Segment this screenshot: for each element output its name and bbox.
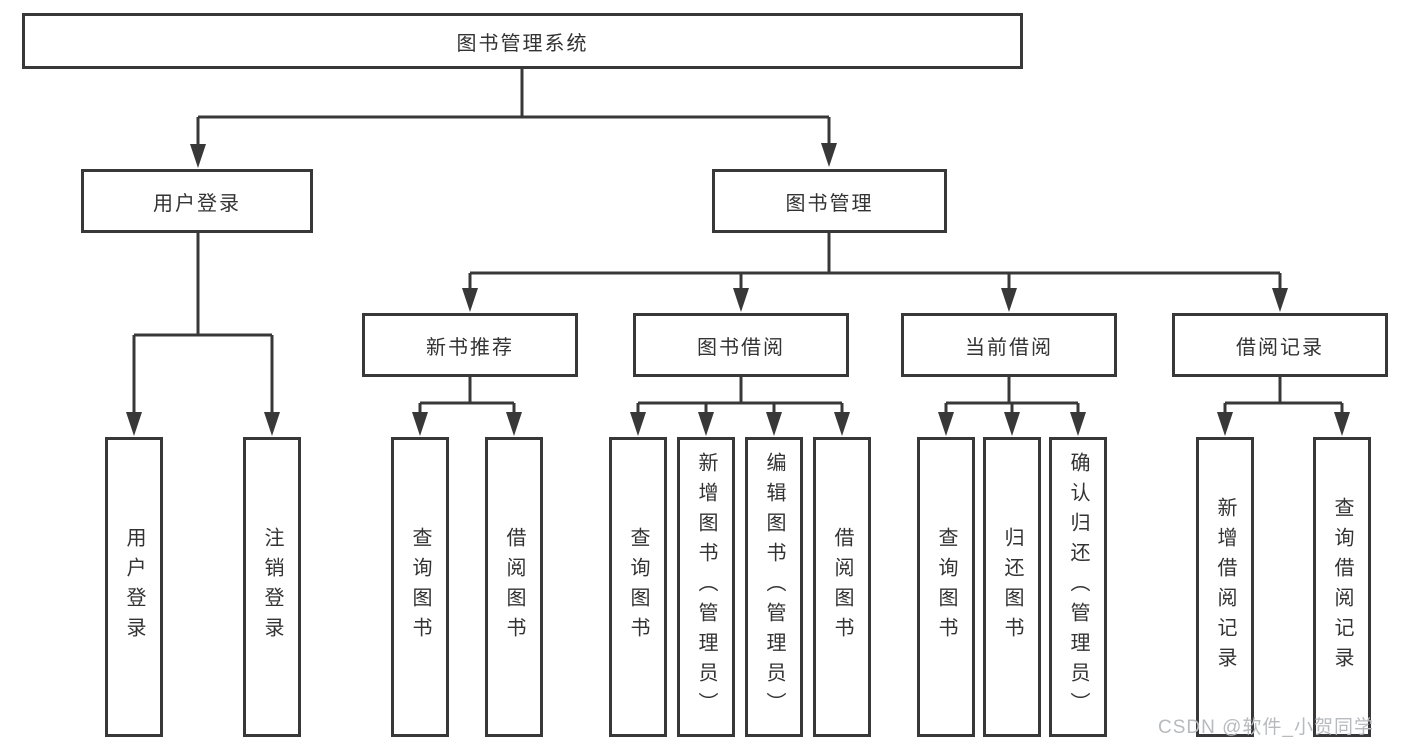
connector-current-borrowing-to-children (938, 377, 1086, 436)
node-label: 查询图书 (935, 527, 957, 647)
arrowhead (834, 412, 850, 436)
node-label: 查询借阅记录 (1331, 497, 1353, 677)
node-label: 确认归还（管理员） (1067, 452, 1089, 722)
leaf-add-borrow-record: 新增借阅记录 (1196, 437, 1254, 737)
arrowhead (462, 288, 478, 312)
connector-borrowing-records-to-children (1217, 377, 1350, 436)
leaf-confirm-return-admin: 确认归还（管理员） (1049, 437, 1107, 737)
node-label: 用户登录 (153, 192, 241, 215)
arrowhead (1272, 288, 1288, 312)
node-borrowing-records: 借阅记录 (1172, 313, 1388, 377)
arrowhead (821, 143, 837, 167)
node-label: 编辑图书（管理员） (763, 452, 785, 722)
node-current-borrowing: 当前借阅 (901, 313, 1117, 377)
node-label: 查询图书 (409, 527, 431, 647)
leaf-user-login: 用户登录 (105, 437, 163, 737)
arrowhead (1004, 412, 1020, 436)
arrowhead (1334, 412, 1350, 436)
arrowhead (1070, 412, 1086, 436)
arrowhead (1217, 412, 1233, 436)
connector-new-book-recommend-to-children (412, 377, 522, 436)
node-book-borrowing: 图书借阅 (633, 313, 849, 377)
csdn-watermark: CSDN @软件_小贺同学 (1158, 717, 1374, 738)
arrowhead (766, 412, 782, 436)
node-label: 用户登录 (123, 527, 145, 647)
connector-root-to-level2 (190, 69, 837, 168)
node-label: 新增借阅记录 (1214, 497, 1236, 677)
node-label: 图书管理系统 (456, 32, 589, 55)
leaf-edit-book-admin: 编辑图书（管理员） (745, 437, 803, 737)
connector-book-borrowing-to-children (630, 377, 850, 436)
node-label: 查询图书 (627, 527, 649, 647)
node-label: 当前借阅 (965, 336, 1053, 359)
leaf-logout: 注销登录 (243, 437, 301, 737)
arrowhead (938, 412, 954, 436)
node-library-system: 图书管理系统 (22, 13, 1023, 69)
leaf-query-borrow-record: 查询借阅记录 (1313, 437, 1371, 737)
node-label: 借阅图书 (503, 527, 525, 647)
leaf-query-books-recommend: 查询图书 (391, 437, 449, 737)
arrowhead (630, 412, 646, 436)
node-label: 新书推荐 (426, 336, 514, 359)
node-new-book-recommend: 新书推荐 (362, 313, 578, 377)
node-label: 图书管理 (785, 192, 874, 215)
arrowhead (264, 412, 280, 436)
node-user-login: 用户登录 (81, 169, 313, 233)
node-label: 注销登录 (261, 527, 283, 647)
arrowhead (412, 412, 428, 436)
leaf-borrow-books-recommend: 借阅图书 (485, 437, 543, 737)
node-label: 归还图书 (1001, 527, 1023, 647)
arrowhead (1001, 288, 1017, 312)
node-label: 图书借阅 (697, 336, 785, 359)
arrowhead (733, 288, 749, 312)
arrowhead (698, 412, 714, 436)
node-label: 新增图书（管理员） (695, 452, 717, 722)
arrowhead (126, 412, 142, 436)
leaf-query-books-current: 查询图书 (917, 437, 975, 737)
leaf-return-books: 归还图书 (983, 437, 1041, 737)
arrowhead (506, 412, 522, 436)
node-label: 借阅记录 (1236, 336, 1324, 359)
connector-book-management-to-level3 (462, 233, 1288, 312)
node-label: 借阅图书 (831, 527, 853, 647)
leaf-add-book-admin: 新增图书（管理员） (677, 437, 735, 737)
arrowhead (190, 144, 206, 168)
leaf-query-books-borrowing: 查询图书 (609, 437, 667, 737)
node-book-management: 图书管理 (712, 169, 947, 233)
leaf-borrow-books-borrowing: 借阅图书 (813, 437, 871, 737)
connector-user-login-to-children (126, 233, 280, 436)
